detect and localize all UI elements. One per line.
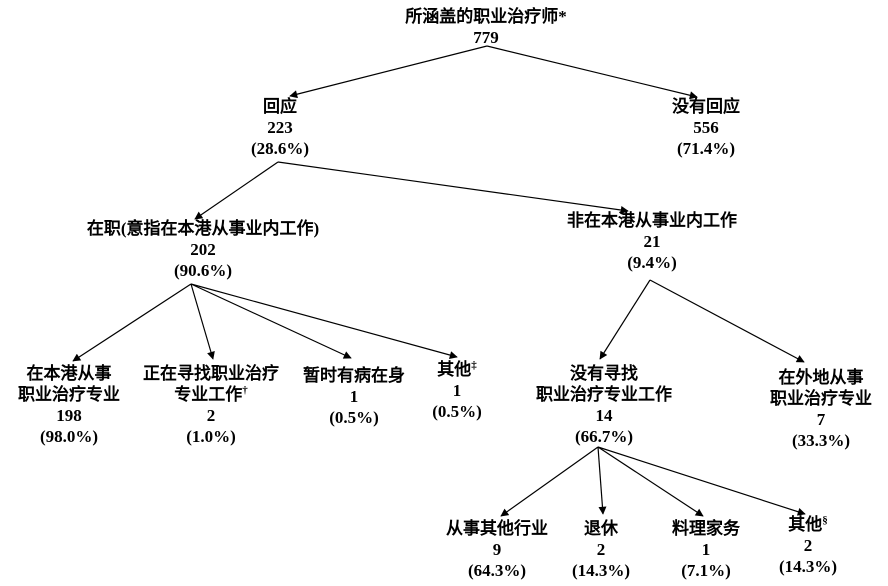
node-other-working-label: 其他‡ (437, 359, 477, 379)
node-ot-in-hk-label1: 在本港从事 (26, 364, 112, 383)
double-dagger-symbol: ‡ (471, 359, 477, 372)
node-housework-label: 料理家务 (672, 519, 740, 538)
arrow-root-to-no-respond (486, 45, 698, 100)
arrow-notseeking-to-other-industry (500, 446, 599, 517)
node-not-seeking: 没有寻找 职业治疗专业工作 14 (66.7%) (536, 363, 672, 447)
node-abroad-label2: 职业治疗专业 (770, 389, 872, 408)
node-seeking: 正在寻找职业治疗 专业工作† 2 (1.0%) (143, 363, 279, 447)
node-no-respond: 没有回应 556 (71.4%) (672, 96, 740, 159)
node-retired-label: 退休 (583, 519, 618, 538)
node-retired: 退休 2 (14.3%) (572, 518, 630, 581)
node-abroad-count: 7 (816, 410, 826, 429)
node-respond-label: 回应 (262, 97, 297, 116)
node-sick-pct: (0.5%) (329, 408, 379, 427)
node-not-seeking-label1: 没有寻找 (570, 364, 638, 383)
arrow-working-to-seeking (190, 283, 215, 360)
arrow-notseeking-to-housework (597, 446, 704, 517)
node-no-respond-label: 没有回应 (672, 97, 740, 116)
node-root-count: 779 (473, 28, 499, 47)
node-housework: 料理家务 1 (7.1%) (672, 518, 740, 581)
node-ot-in-hk-count: 198 (56, 406, 82, 425)
node-other-not-seeking-label: 其他§ (788, 514, 828, 534)
node-sick-label: 暂时有病在身 (303, 366, 405, 385)
section-symbol: § (822, 514, 828, 527)
node-seeking-label2: 专业工作† (174, 384, 248, 404)
node-abroad-label1: 在外地从事 (778, 368, 864, 387)
node-other-not-seeking: 其他§ 2 (14.3%) (779, 514, 837, 577)
node-not-working-hk: 非在本港从事业内工作 21 (9.4%) (567, 210, 737, 273)
arrow-working-to-ot-in-hk (72, 283, 192, 362)
node-other-industry: 从事其他行业 9 (64.3%) (446, 518, 548, 581)
node-not-working-hk-pct: (9.4%) (627, 253, 677, 272)
node-seeking-count: 2 (206, 406, 216, 425)
arrow-respond-to-not-working-hk (277, 161, 629, 214)
node-other-industry-count: 9 (492, 540, 502, 559)
node-other-not-seeking-pct: (14.3%) (778, 557, 838, 576)
node-other-working-count: 1 (452, 381, 462, 400)
node-other-industry-label: 从事其他行业 (446, 519, 548, 538)
arrow-notseeking-to-other (597, 446, 806, 516)
node-working: 在职(意指在本港从事业内工作) 202 (90.6%) (87, 218, 319, 281)
node-seeking-pct: (1.0%) (186, 427, 236, 446)
node-housework-pct: (7.1%) (681, 561, 731, 580)
node-abroad: 在外地从事 职业治疗专业 7 (33.3%) (770, 367, 872, 451)
node-respond-pct: (28.6%) (250, 139, 310, 158)
arrow-notworking-to-abroad (649, 279, 805, 363)
node-other-working-pct: (0.5%) (432, 402, 482, 421)
node-no-respond-pct: (71.4%) (676, 139, 736, 158)
dagger-symbol: † (242, 384, 248, 397)
node-other-working: 其他‡ 1 (0.5%) (432, 359, 482, 422)
node-ot-in-hk: 在本港从事 职业治疗专业 198 (98.0%) (18, 363, 120, 447)
arrow-working-to-sick (190, 283, 352, 359)
node-sick-count: 1 (349, 387, 359, 406)
node-root: 所涵盖的职业治疗师* 779 (405, 6, 567, 48)
node-retired-pct: (14.3%) (571, 561, 631, 580)
node-working-pct: (90.6%) (173, 261, 233, 280)
node-other-not-seeking-count: 2 (803, 536, 813, 555)
node-abroad-pct: (33.3%) (791, 431, 851, 450)
node-not-working-hk-label: 非在本港从事业内工作 (567, 211, 737, 230)
node-root-label: 所涵盖的职业治疗师* (405, 7, 567, 26)
node-no-respond-count: 556 (693, 118, 719, 137)
node-not-seeking-label2: 职业治疗专业工作 (536, 385, 672, 404)
arrow-working-to-other (190, 283, 458, 359)
node-retired-count: 2 (596, 540, 606, 559)
node-other-industry-pct: (64.3%) (467, 561, 527, 580)
arrow-root-to-respond (289, 45, 488, 99)
node-ot-in-hk-pct: (98.0%) (39, 427, 99, 446)
node-not-working-hk-count: 21 (643, 232, 661, 251)
node-working-count: 202 (190, 240, 216, 259)
node-not-seeking-pct: (66.7%) (574, 427, 634, 446)
node-ot-in-hk-label2: 职业治疗专业 (18, 385, 120, 404)
node-working-label: 在职(意指在本港从事业内工作) (86, 219, 320, 238)
node-respond: 回应 223 (28.6%) (251, 96, 309, 159)
node-sick: 暂时有病在身 1 (0.5%) (303, 365, 405, 428)
node-housework-count: 1 (701, 540, 711, 559)
node-respond-count: 223 (267, 118, 293, 137)
node-not-seeking-count: 14 (595, 406, 613, 425)
arrow-notseeking-to-retired (597, 446, 607, 515)
arrow-notworking-to-not-seeking (599, 279, 651, 360)
arrow-respond-to-working (194, 161, 279, 220)
node-seeking-label1: 正在寻找职业治疗 (143, 364, 279, 383)
